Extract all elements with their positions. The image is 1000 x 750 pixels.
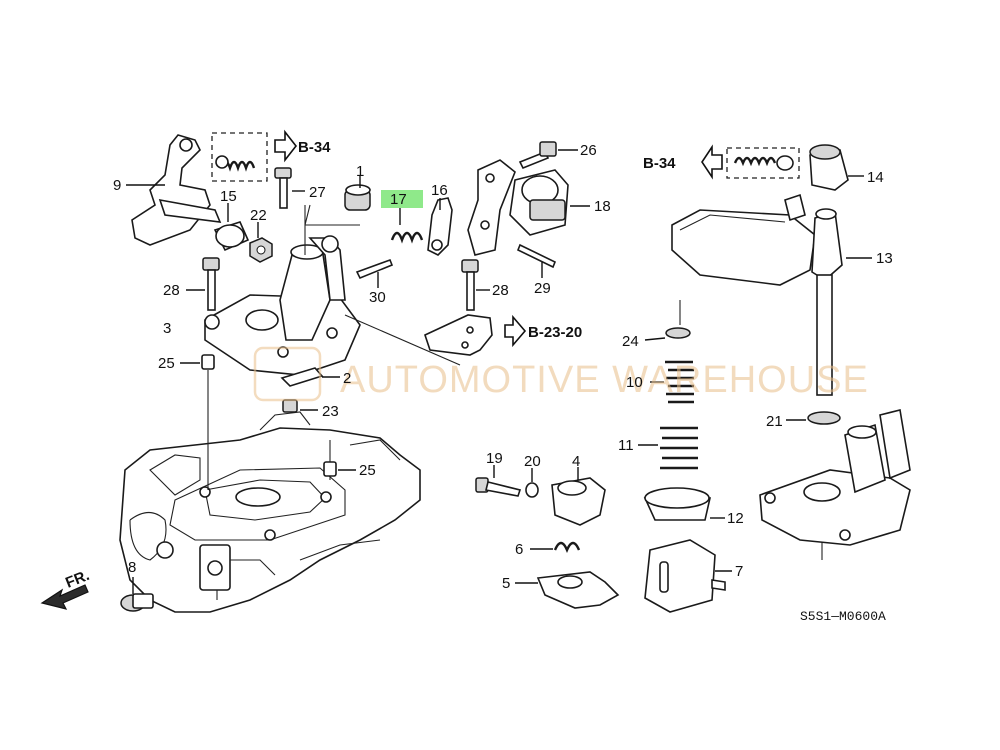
ref-b23-20[interactable]: B-23-20 [528,324,582,341]
part-30-roll-pin [355,258,394,288]
part-4-bracket [551,467,606,526]
part-25b-dowel [323,461,356,477]
part-12-seat [643,487,725,521]
part-6-spring [530,541,581,554]
part-26-bolt [518,141,578,170]
part-19-bolt [475,465,522,497]
callout-15[interactable]: 15 [220,188,237,205]
part-29-pin [516,243,557,278]
shift-cover [204,205,361,376]
callout-6[interactable]: 6 [515,541,523,558]
callout-24[interactable]: 24 [622,333,639,350]
highlight-part-17 [381,190,423,208]
spring-detail-right [701,144,800,180]
callout-10[interactable]: 10 [626,374,643,391]
right-housing [759,409,911,546]
part-15-bushing [213,203,250,252]
watermark: AUTOMOTIVE WAREHOUSE [253,346,869,402]
part-7-block [644,539,732,613]
callout-18[interactable]: 18 [594,198,611,215]
callout-7[interactable]: 7 [735,563,743,580]
callout-11[interactable]: 11 [618,437,634,454]
callout-26[interactable]: 26 [580,142,597,159]
part-28b-bolt [461,259,490,311]
callout-2[interactable]: 2 [343,370,351,387]
part-5-arm [515,571,620,609]
transmission-case [119,411,421,613]
callout-29[interactable]: 29 [534,280,551,297]
callout-16[interactable]: 16 [431,182,448,199]
ref-b34-right[interactable]: B-34 [643,155,676,172]
part-28a-bolt [186,257,220,311]
callout-12[interactable]: 12 [727,510,744,527]
part-16-arm [427,197,453,256]
part-27-bolt [274,167,305,209]
part-25a-dowel [180,354,215,370]
part-24-washer [644,327,691,341]
callout-25b[interactable]: 25 [359,462,376,479]
callout-13[interactable]: 13 [876,250,893,267]
part-10-spring [650,360,694,404]
part-21-seal [786,411,841,425]
part-23-bolt [282,399,318,413]
part-9-lever [126,134,222,246]
callout-28a[interactable]: 28 [163,282,180,299]
part-18-actuator [467,159,590,256]
part-14-cap [809,144,864,191]
ref-b34-left[interactable]: B-34 [298,139,331,156]
callout-23[interactable]: 23 [322,403,339,420]
callout-22[interactable]: 22 [250,207,267,224]
part-2-plate [280,367,340,387]
part-20-washer [525,468,539,498]
callout-3[interactable]: 3 [163,320,171,337]
callout-25a[interactable]: 25 [158,355,175,372]
callout-27[interactable]: 27 [309,184,326,201]
callout-21[interactable]: 21 [766,413,783,430]
callout-14[interactable]: 14 [867,169,884,186]
callout-28b[interactable]: 28 [492,282,509,299]
callout-1[interactable]: 1 [356,163,364,180]
part-8-plug [120,577,154,612]
callout-4[interactable]: 4 [572,453,580,470]
front-label: FR. [63,567,92,592]
callout-5[interactable]: 5 [502,575,510,592]
callout-9[interactable]: 9 [113,177,121,194]
diagram-code: S5S1—M0600A [800,609,886,624]
bracket-plate [424,314,527,356]
part-1-pin [344,175,371,211]
callout-8[interactable]: 8 [128,559,136,576]
watermark-text: AUTOMOTIVE WAREHOUSE [340,359,869,401]
part-13-shift-rod [671,193,872,396]
callout-30[interactable]: 30 [369,289,386,306]
callout-19[interactable]: 19 [486,450,503,467]
callout-17[interactable]: 17 [390,191,407,208]
front-arrow [40,584,89,610]
callout-20[interactable]: 20 [524,453,541,470]
part-17-spring [390,207,424,244]
part-22-nut [249,222,273,263]
part-11-spring [638,426,698,470]
reference-labels: B-34 B-34 B-23-20 [298,139,676,341]
spring-detail-left [211,129,298,182]
callout-labels: 1 2 3 4 5 6 7 8 9 10 11 12 13 14 15 16 1… [113,142,893,592]
